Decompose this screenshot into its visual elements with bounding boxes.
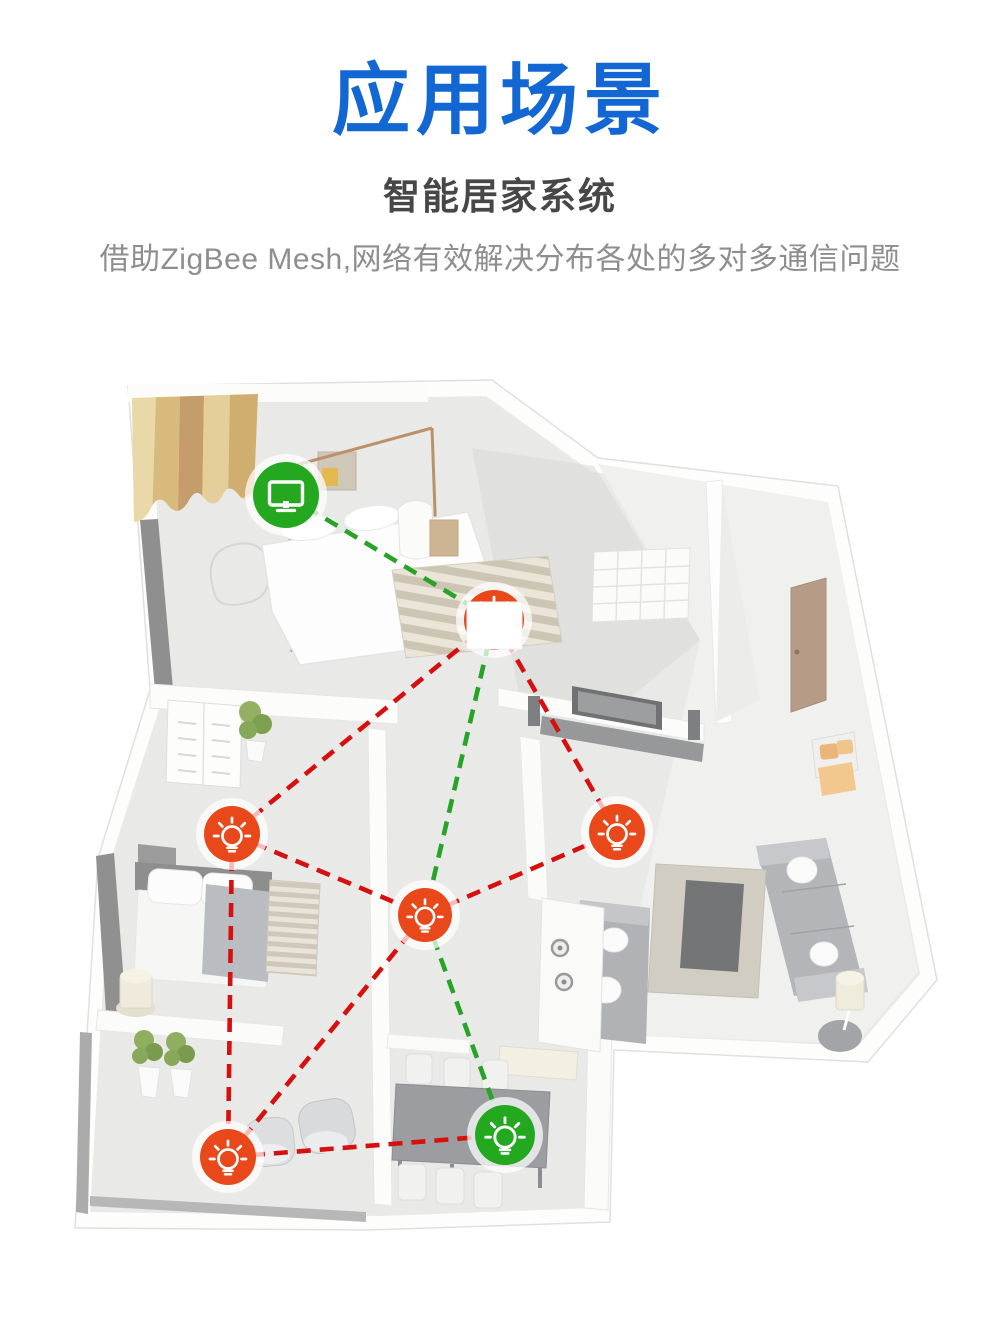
- tv-screen-inner: [578, 691, 656, 725]
- node-circle: [475, 1105, 535, 1165]
- white-chair: [397, 500, 435, 560]
- living-room: [497, 547, 868, 1053]
- patio-plant-2: [164, 1032, 195, 1099]
- patio: [132, 1030, 356, 1168]
- wall-dark-left-bedroom: [96, 853, 126, 1013]
- side-table: [429, 519, 459, 557]
- patio-left-band: [76, 1032, 92, 1214]
- header: 应用场景 智能居家系统 借助ZigBee Mesh,网络有效解决分布各处的多对多…: [0, 0, 1000, 278]
- left-bedroom: [116, 862, 321, 1017]
- mesh-nodes: [192, 454, 653, 1193]
- bed-beam: [288, 426, 433, 469]
- bulb-green-node: [467, 1097, 543, 1173]
- page-title: 应用场景: [331, 56, 668, 144]
- dresser-handles: [177, 721, 231, 775]
- tv-stand: [540, 716, 704, 762]
- patio-bottom-band: [90, 1196, 366, 1222]
- mesh-link-bulb-bottom-left-bulb-green: [227, 1132, 506, 1160]
- bed2-pillow: [147, 868, 203, 906]
- mesh-link-gateway-bulb-center: [422, 619, 497, 916]
- floor-plan: [74, 379, 938, 1231]
- wall-picture-detail: [322, 468, 338, 486]
- patio-plant-1: [132, 1030, 163, 1099]
- wall-bedroom2-bottom: [95, 1009, 285, 1047]
- wall-top-right-shadow: [716, 486, 760, 722]
- floor-lamp-left: [116, 969, 156, 1017]
- bed2-gray-blanket: [202, 884, 272, 982]
- potted-plant: [239, 701, 272, 763]
- dresser-divider: [202, 702, 205, 786]
- mesh-link-bulb-bottom-left-bulb-center: [226, 913, 427, 1159]
- wall-bedroom-divider: [149, 683, 399, 725]
- mesh-link-gateway-bulb-right: [492, 618, 619, 834]
- node-circle: [589, 804, 645, 860]
- gateway-node: [456, 582, 532, 658]
- speaker-left: [528, 696, 540, 726]
- node-circle: [204, 806, 260, 862]
- bulb-bottom-left-node: [192, 1121, 264, 1193]
- rug-coffee-table: [647, 863, 767, 999]
- wall-dining-right: [583, 1029, 613, 1211]
- wall-dining-top: [386, 1033, 471, 1055]
- node-circle: [398, 888, 452, 942]
- kitchen-counter: [537, 897, 605, 1053]
- bulb-right-node: [581, 796, 653, 868]
- dining-chairs-bottom: [397, 1163, 503, 1209]
- cube-shelf-grid: [591, 548, 690, 622]
- bulb-left-node: [196, 798, 268, 870]
- armchair-orange: [811, 731, 859, 796]
- mesh-link-monitor-gateway: [284, 493, 496, 622]
- node-circle: [253, 462, 319, 528]
- dresser-room: [165, 699, 272, 789]
- bulb-center-node: [390, 880, 460, 950]
- node-circle: [200, 1129, 256, 1185]
- page-description: 借助ZigBee Mesh,网络有效解决分布各处的多对多通信问题: [99, 242, 901, 276]
- door: [790, 577, 827, 713]
- mesh-link-gateway-bulb-left: [230, 618, 496, 836]
- speaker-right: [688, 710, 700, 740]
- bed2-rug: [265, 879, 321, 977]
- mesh-link-bulb-left-bulb-bottom-left: [225, 833, 235, 1158]
- patio-armchair-2: [298, 1098, 356, 1154]
- wall-dark-left-top: [140, 519, 174, 702]
- mesh-link-bulb-center-bulb-green: [422, 914, 508, 1136]
- door-knob: [794, 649, 800, 655]
- monitor-node: [245, 454, 327, 536]
- page-subtitle: 智能居家系统: [383, 175, 617, 217]
- hallway-shadow: [472, 448, 700, 716]
- kitchen-block: [497, 1045, 579, 1081]
- gateway-white-box: [466, 601, 523, 650]
- floor-lamp-right: [818, 971, 865, 1052]
